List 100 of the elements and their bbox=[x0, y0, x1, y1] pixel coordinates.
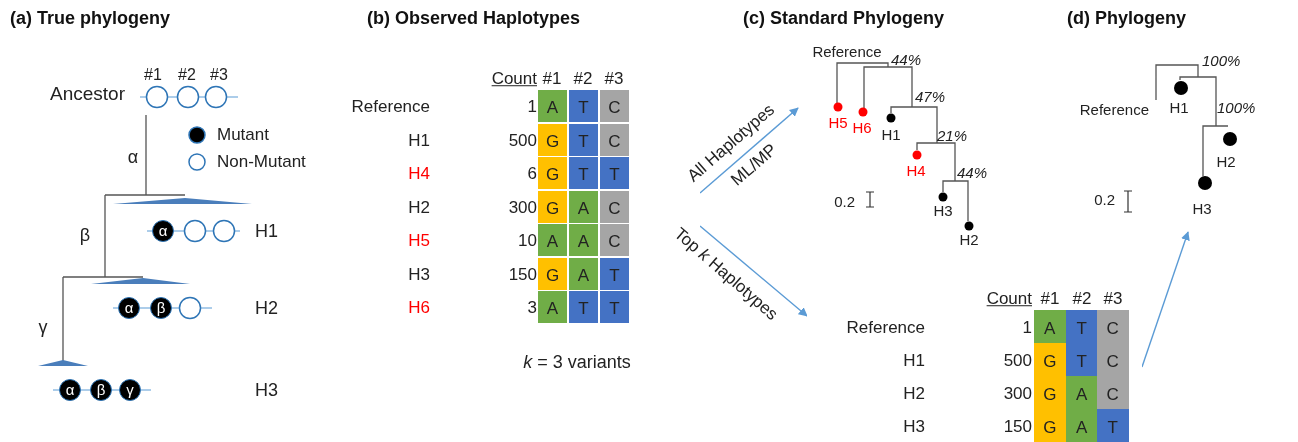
allele-cell: T bbox=[569, 90, 598, 122]
scale-label: 0.2 bbox=[1094, 191, 1115, 209]
haplotype-label: H2 bbox=[1216, 153, 1236, 171]
mutation-label: α bbox=[59, 379, 81, 401]
support-value: 100% bbox=[1217, 99, 1256, 117]
allele-cell: C bbox=[600, 123, 629, 156]
allele-cell: T bbox=[569, 291, 598, 323]
allele-cell: T bbox=[600, 157, 629, 189]
allele-cell: G bbox=[1034, 343, 1066, 376]
legend-label: Mutant bbox=[217, 125, 269, 145]
haplotype-label: H5 bbox=[828, 114, 848, 132]
column-header: #3 bbox=[1103, 289, 1123, 309]
haplotype-label: H2 bbox=[255, 297, 278, 319]
haplotype-label: Reference bbox=[351, 97, 430, 117]
count-value: 150 bbox=[508, 264, 537, 285]
haplotype-label: H1 bbox=[1169, 99, 1189, 117]
support-value: 47% bbox=[915, 88, 946, 106]
count-value: 3 bbox=[527, 298, 537, 318]
support-value: 21% bbox=[937, 127, 968, 145]
allele-cell: C bbox=[600, 90, 629, 122]
haplotype-label: H2 bbox=[903, 383, 925, 404]
column-header: #1 bbox=[1040, 289, 1060, 309]
allele-cell: A bbox=[1034, 310, 1066, 343]
allele-cell: G bbox=[1034, 376, 1066, 409]
haplotype-label: H3 bbox=[903, 416, 925, 437]
column-header: Count bbox=[491, 69, 537, 89]
haplotype-label: H3 bbox=[408, 264, 430, 285]
haplotype-label: Reference bbox=[1079, 101, 1149, 119]
legend-label: Non-Mutant bbox=[217, 152, 306, 172]
allele-cell: A bbox=[569, 190, 598, 223]
allele-cell: A bbox=[1066, 409, 1098, 442]
count-value: 1 bbox=[527, 97, 537, 117]
column-header: #3 bbox=[604, 69, 624, 89]
scale-label: 0.2 bbox=[834, 193, 855, 211]
allele-cell: A bbox=[538, 90, 567, 122]
support-value: 44% bbox=[891, 51, 922, 69]
panel-title: (c) Standard Phylogeny bbox=[743, 7, 945, 29]
haplotype-label: H3 bbox=[933, 202, 953, 220]
allele-cell: T bbox=[569, 157, 598, 189]
allele-cell: C bbox=[1097, 310, 1129, 343]
allele-cell: G bbox=[538, 257, 567, 290]
allele-cell: C bbox=[1097, 343, 1129, 376]
allele-cell: G bbox=[538, 123, 567, 156]
allele-cell: G bbox=[1034, 409, 1066, 442]
haplotype-label: H3 bbox=[1192, 200, 1212, 218]
haplotype-label: H5 bbox=[408, 231, 430, 251]
count-value: 500 bbox=[1003, 350, 1032, 371]
column-header: Count bbox=[986, 289, 1032, 309]
haplotype-label: H2 bbox=[408, 197, 430, 218]
count-value: 300 bbox=[1003, 383, 1032, 404]
allele-cell: C bbox=[600, 224, 629, 256]
allele-cell: A bbox=[538, 291, 567, 323]
allele-cell: G bbox=[538, 190, 567, 223]
arrow bbox=[699, 107, 799, 194]
mutation-label: γ bbox=[119, 379, 141, 401]
panel-title: (d) Phylogeny bbox=[1067, 7, 1186, 29]
allele-cell: T bbox=[600, 257, 629, 290]
haplotype-label: H1 bbox=[881, 126, 901, 144]
haplotype-label: H2 bbox=[959, 231, 979, 249]
haplotype-label: Reference bbox=[846, 317, 925, 338]
haplotype-label: H1 bbox=[408, 130, 430, 151]
count-value: 500 bbox=[508, 130, 537, 151]
allele-cell: T bbox=[600, 291, 629, 323]
allele-cell: C bbox=[1097, 376, 1129, 409]
haplotype-label: H1 bbox=[255, 220, 278, 242]
support-value: 100% bbox=[1202, 52, 1241, 70]
branch-label: α bbox=[127, 146, 139, 168]
count-value: 1 bbox=[1022, 317, 1032, 338]
arrow bbox=[699, 225, 808, 317]
allele-cell: A bbox=[1066, 376, 1098, 409]
count-value: 6 bbox=[527, 164, 537, 184]
allele-cell: C bbox=[600, 190, 629, 223]
allele-cell: T bbox=[569, 123, 598, 156]
site-label: #1 bbox=[144, 65, 162, 85]
site-label: #3 bbox=[210, 65, 228, 85]
haplotype-label: H6 bbox=[408, 298, 430, 318]
column-header: #2 bbox=[573, 69, 593, 89]
haplotype-label: Reference bbox=[812, 43, 882, 61]
mutation-label: β bbox=[150, 297, 172, 319]
haplotype-label: H1 bbox=[903, 350, 925, 371]
count-value: 10 bbox=[518, 231, 537, 251]
branch-label: γ bbox=[38, 316, 48, 338]
allele-cell: T bbox=[1066, 310, 1098, 343]
allele-cell: A bbox=[538, 224, 567, 256]
allele-cell: A bbox=[569, 224, 598, 256]
allele-cell: G bbox=[538, 157, 567, 189]
haplotype-label: H4 bbox=[408, 164, 430, 184]
ancestor-label: Ancestor bbox=[50, 83, 125, 105]
support-value: 44% bbox=[957, 164, 988, 182]
column-header: #1 bbox=[542, 69, 562, 89]
allele-cell: T bbox=[1066, 343, 1098, 376]
mutation-label: β bbox=[90, 379, 112, 401]
allele-cell: A bbox=[569, 257, 598, 290]
mutation-label: α bbox=[152, 220, 174, 242]
count-value: 300 bbox=[508, 197, 537, 218]
mutation-label: α bbox=[118, 297, 140, 319]
note-text: k = 3 variants bbox=[523, 351, 631, 373]
allele-cell: T bbox=[1097, 409, 1129, 442]
column-header: #2 bbox=[1072, 289, 1092, 309]
panel-title: (b) Observed Haplotypes bbox=[367, 7, 581, 29]
